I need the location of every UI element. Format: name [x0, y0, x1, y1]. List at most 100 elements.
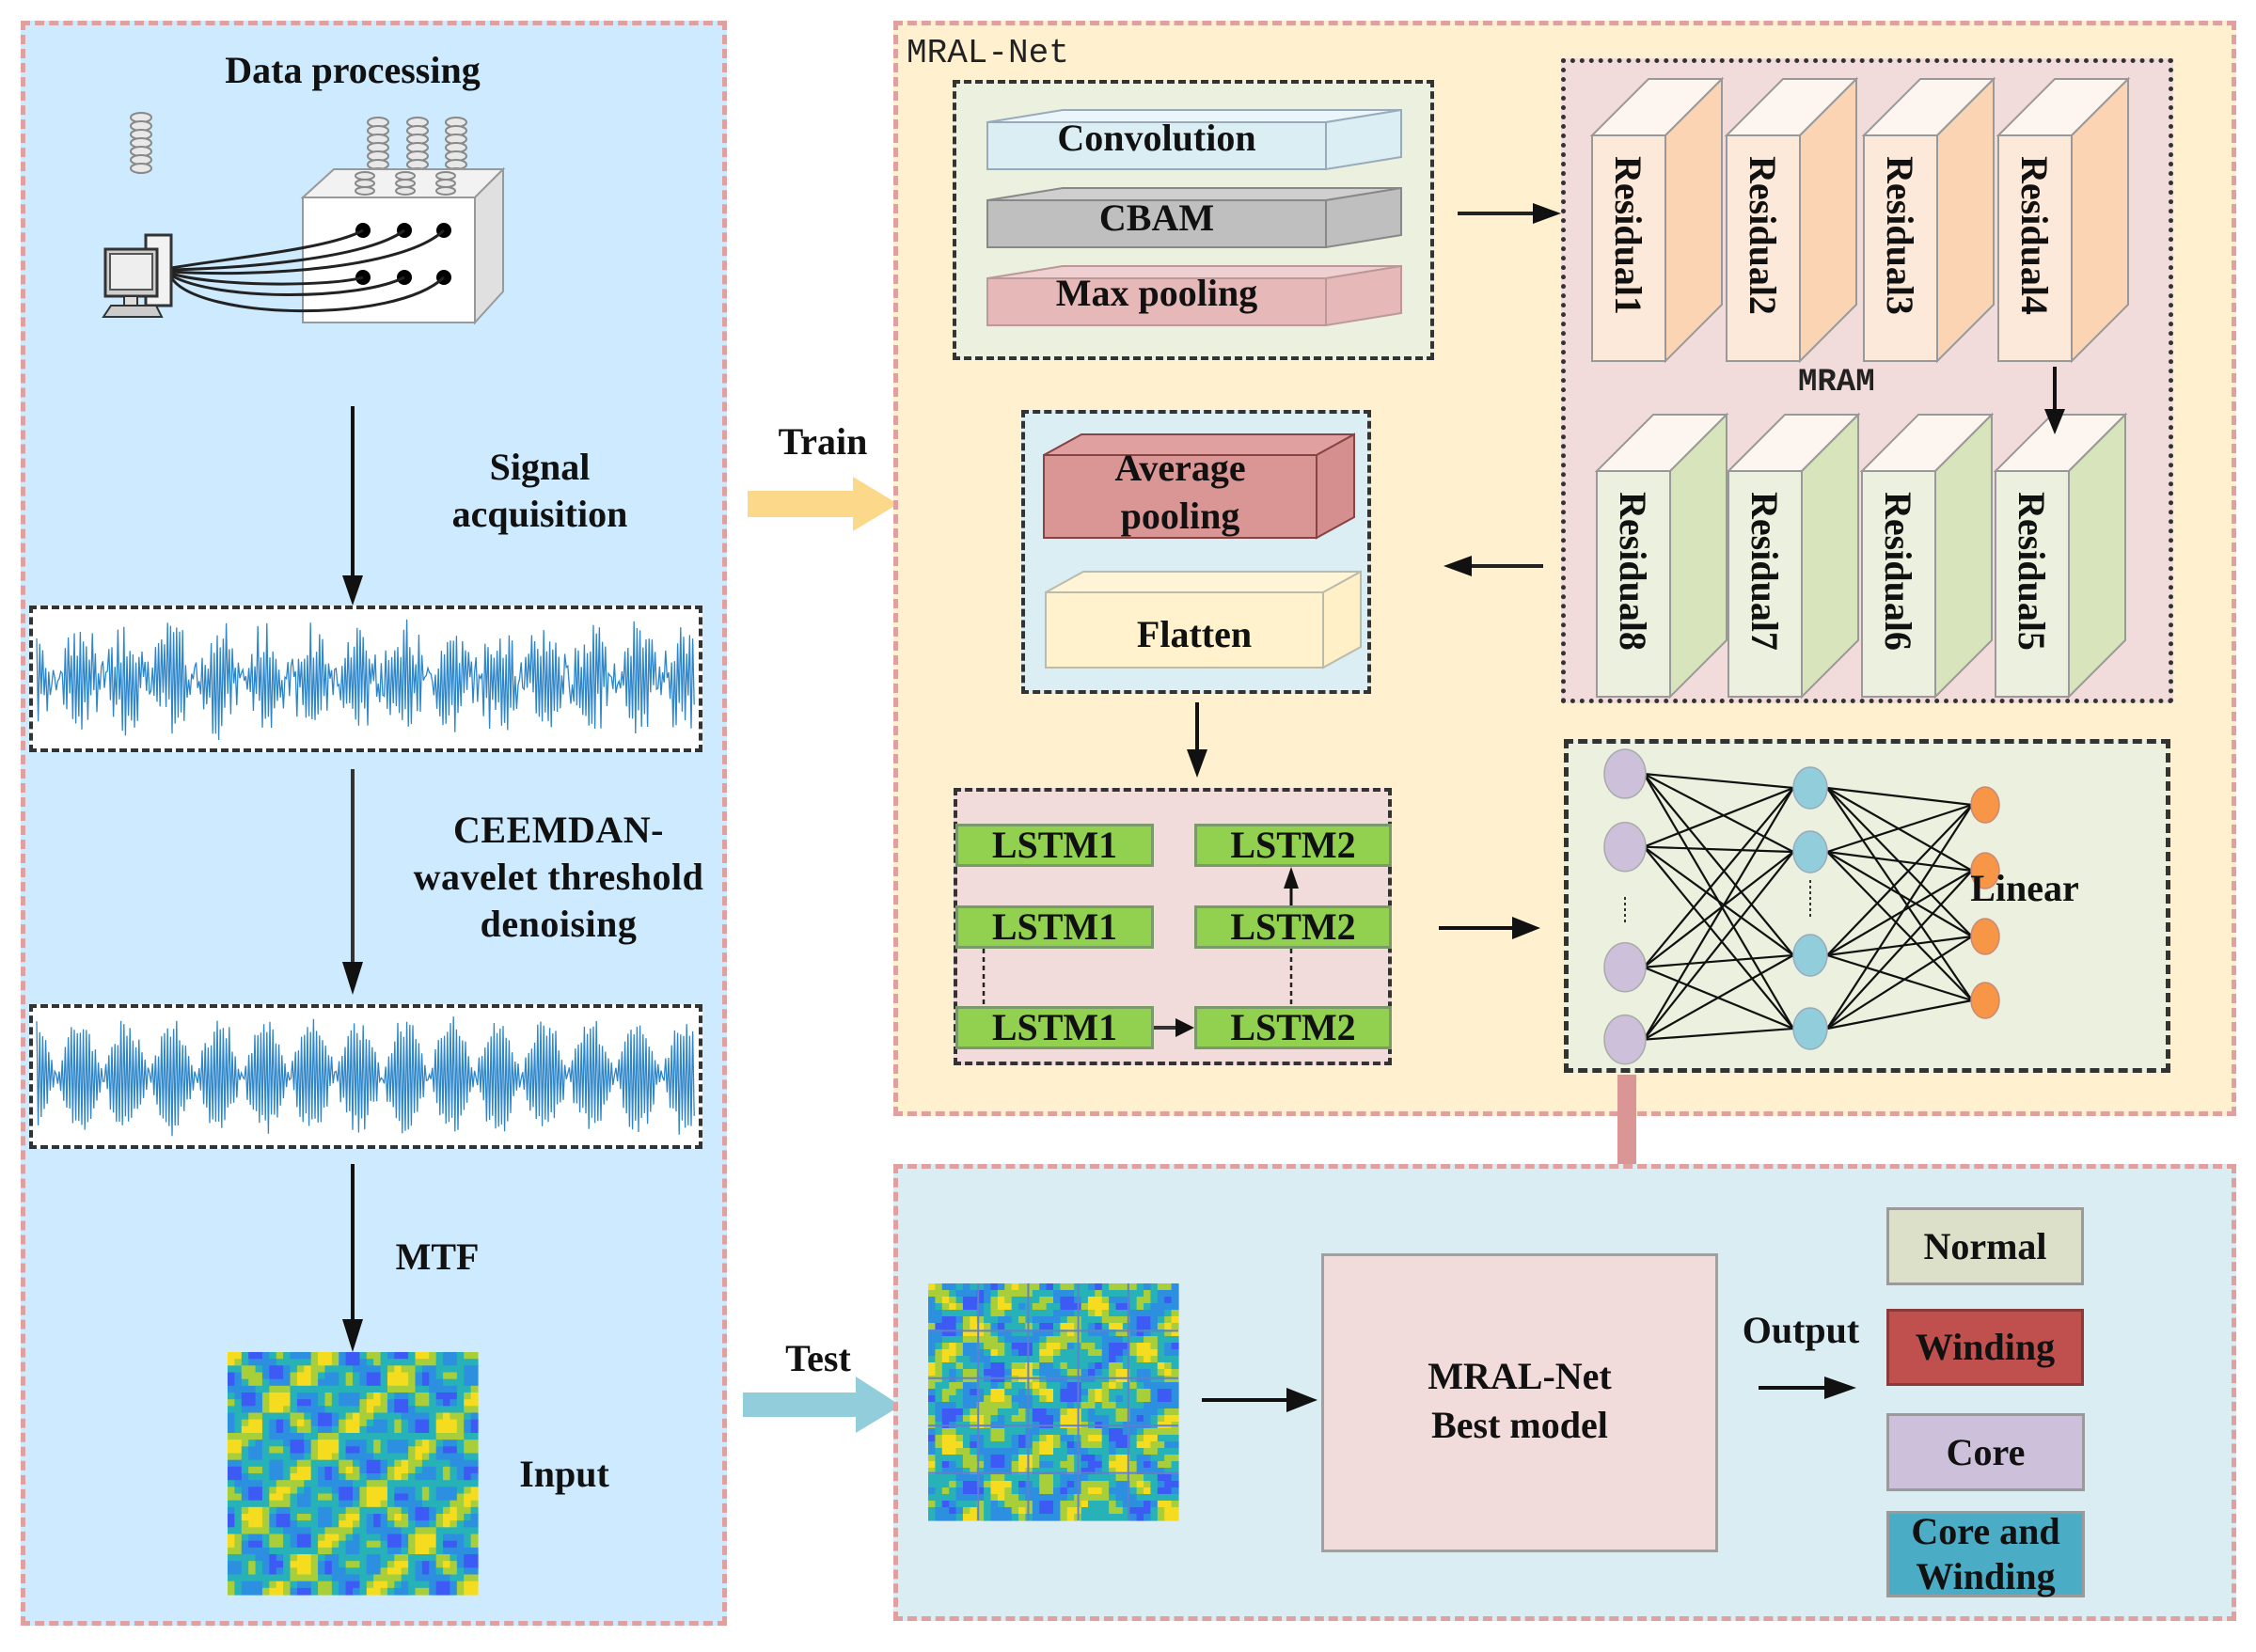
mtf-pixel — [248, 1352, 257, 1360]
transformer-illustration — [102, 112, 506, 325]
mtf-pixel — [380, 1425, 388, 1434]
mtf-pixel — [1011, 1356, 1019, 1363]
mtf-pixel — [1129, 1329, 1138, 1337]
mtf-pixel — [387, 1493, 395, 1502]
mtf-pixel — [296, 1480, 305, 1487]
mtf-pixel — [1157, 1468, 1165, 1475]
mtf-pixel — [1066, 1349, 1075, 1357]
mtf-pixel — [1053, 1336, 1061, 1344]
mtf-pixel — [456, 1500, 465, 1508]
mtf-pixel — [304, 1473, 312, 1481]
mtf-pixel — [1018, 1481, 1027, 1488]
mtf-pixel — [331, 1547, 339, 1555]
mtf-pixel — [1150, 1349, 1159, 1357]
mtf-pixel — [1004, 1507, 1013, 1515]
residual-block-residual3-label: Residual3 — [1879, 156, 1921, 315]
mtf-pixel — [1171, 1376, 1179, 1383]
mtf-pixel — [1032, 1316, 1040, 1324]
mtf-pixel — [421, 1378, 430, 1387]
mtf-pixel — [408, 1433, 417, 1440]
mtf-pixel — [1115, 1369, 1124, 1377]
mtf-pixel — [283, 1487, 292, 1495]
mtf-pixel — [1171, 1329, 1179, 1337]
mtf-pixel — [1109, 1362, 1117, 1370]
mtf-pixel — [228, 1359, 235, 1366]
mtf-pixel — [339, 1433, 347, 1440]
mtf-pixel — [1122, 1283, 1130, 1291]
mtf-pixel — [941, 1336, 950, 1344]
mtf-pixel — [962, 1316, 970, 1324]
mtf-pixel — [984, 1349, 992, 1357]
mtf-pixel — [380, 1574, 388, 1582]
mtf-pixel — [955, 1415, 964, 1423]
mtf-pixel — [1171, 1395, 1179, 1403]
mtf-pixel — [401, 1399, 409, 1407]
mtf-pixel — [1101, 1455, 1110, 1462]
mtf-pixel — [955, 1343, 964, 1350]
mtf-pixel — [228, 1554, 235, 1562]
mtf-pixel — [228, 1352, 235, 1360]
mtf-pixel — [248, 1527, 257, 1535]
mtf-pixel — [429, 1406, 437, 1414]
mtf-pixel — [1039, 1316, 1048, 1324]
mtf-pixel — [269, 1378, 277, 1387]
mtf-pixel — [450, 1500, 458, 1508]
mtf-pixel — [970, 1329, 978, 1337]
mtf-pixel — [997, 1474, 1005, 1482]
mtf-pixel — [1136, 1468, 1144, 1475]
mtf-pixel — [1039, 1283, 1048, 1291]
mtf-pixel — [997, 1343, 1005, 1350]
mtf-pixel — [970, 1369, 978, 1377]
mtf-pixel — [324, 1419, 333, 1427]
mtf-pixel — [1087, 1455, 1096, 1462]
mtf-pixel — [1157, 1323, 1165, 1330]
mtf-pixel — [366, 1554, 374, 1562]
mtf-pixel — [269, 1365, 277, 1374]
mtf-pixel — [984, 1415, 992, 1423]
mtf-pixel — [304, 1567, 312, 1576]
mtf-pixel — [331, 1425, 339, 1434]
mtf-pixel — [1060, 1441, 1068, 1449]
mtf-pixel — [331, 1581, 339, 1589]
mtf-pixel — [394, 1385, 402, 1393]
mtf-pixel — [435, 1500, 444, 1508]
mtf-pixel — [1150, 1501, 1159, 1508]
mtf-pixel — [1066, 1435, 1075, 1442]
mtf-pixel — [1164, 1343, 1173, 1350]
mtf-pixel — [984, 1389, 992, 1396]
mtf-pixel — [1046, 1343, 1054, 1350]
mtf-pixel — [241, 1406, 249, 1414]
mtf-pixel — [283, 1506, 292, 1515]
mtf-pixel — [435, 1561, 444, 1568]
mtf-pixel — [1081, 1343, 1089, 1350]
mtf-pixel — [366, 1440, 374, 1447]
mtf-pixel — [228, 1547, 235, 1555]
mtf-pixel — [380, 1587, 388, 1596]
mtf-pixel — [1164, 1455, 1173, 1462]
mtf-pixel — [1171, 1455, 1179, 1462]
mtf-pixel — [1157, 1283, 1165, 1291]
mtf-pixel — [290, 1540, 298, 1549]
mtf-pixel — [1025, 1408, 1033, 1416]
mtf-pixel — [269, 1453, 277, 1461]
mtf-pixel — [1060, 1428, 1068, 1436]
lstm2-cell-top: LSTM2 — [1194, 824, 1392, 867]
mtf-pixel — [1122, 1448, 1130, 1455]
mtf-pixel — [1039, 1507, 1048, 1515]
mtf-pixel — [296, 1527, 305, 1535]
mtf-pixel — [1053, 1316, 1061, 1324]
mtf-pixel — [1171, 1494, 1179, 1502]
mtf-pixel — [359, 1352, 368, 1360]
arrow-residual4-to-5 — [2044, 367, 2065, 434]
mtf-pixel — [1025, 1376, 1033, 1383]
mtf-pixel — [470, 1554, 479, 1562]
mtf-pixel — [380, 1372, 388, 1380]
mtf-pixel — [415, 1412, 423, 1421]
mtf-pixel — [955, 1435, 964, 1442]
mtf-pixel — [387, 1406, 395, 1414]
mtf-pixel — [283, 1392, 292, 1400]
mtf-pixel — [464, 1473, 472, 1481]
mtf-pixel — [241, 1365, 249, 1374]
mtf-pixel — [373, 1385, 382, 1393]
mtf-pixel — [435, 1473, 444, 1481]
